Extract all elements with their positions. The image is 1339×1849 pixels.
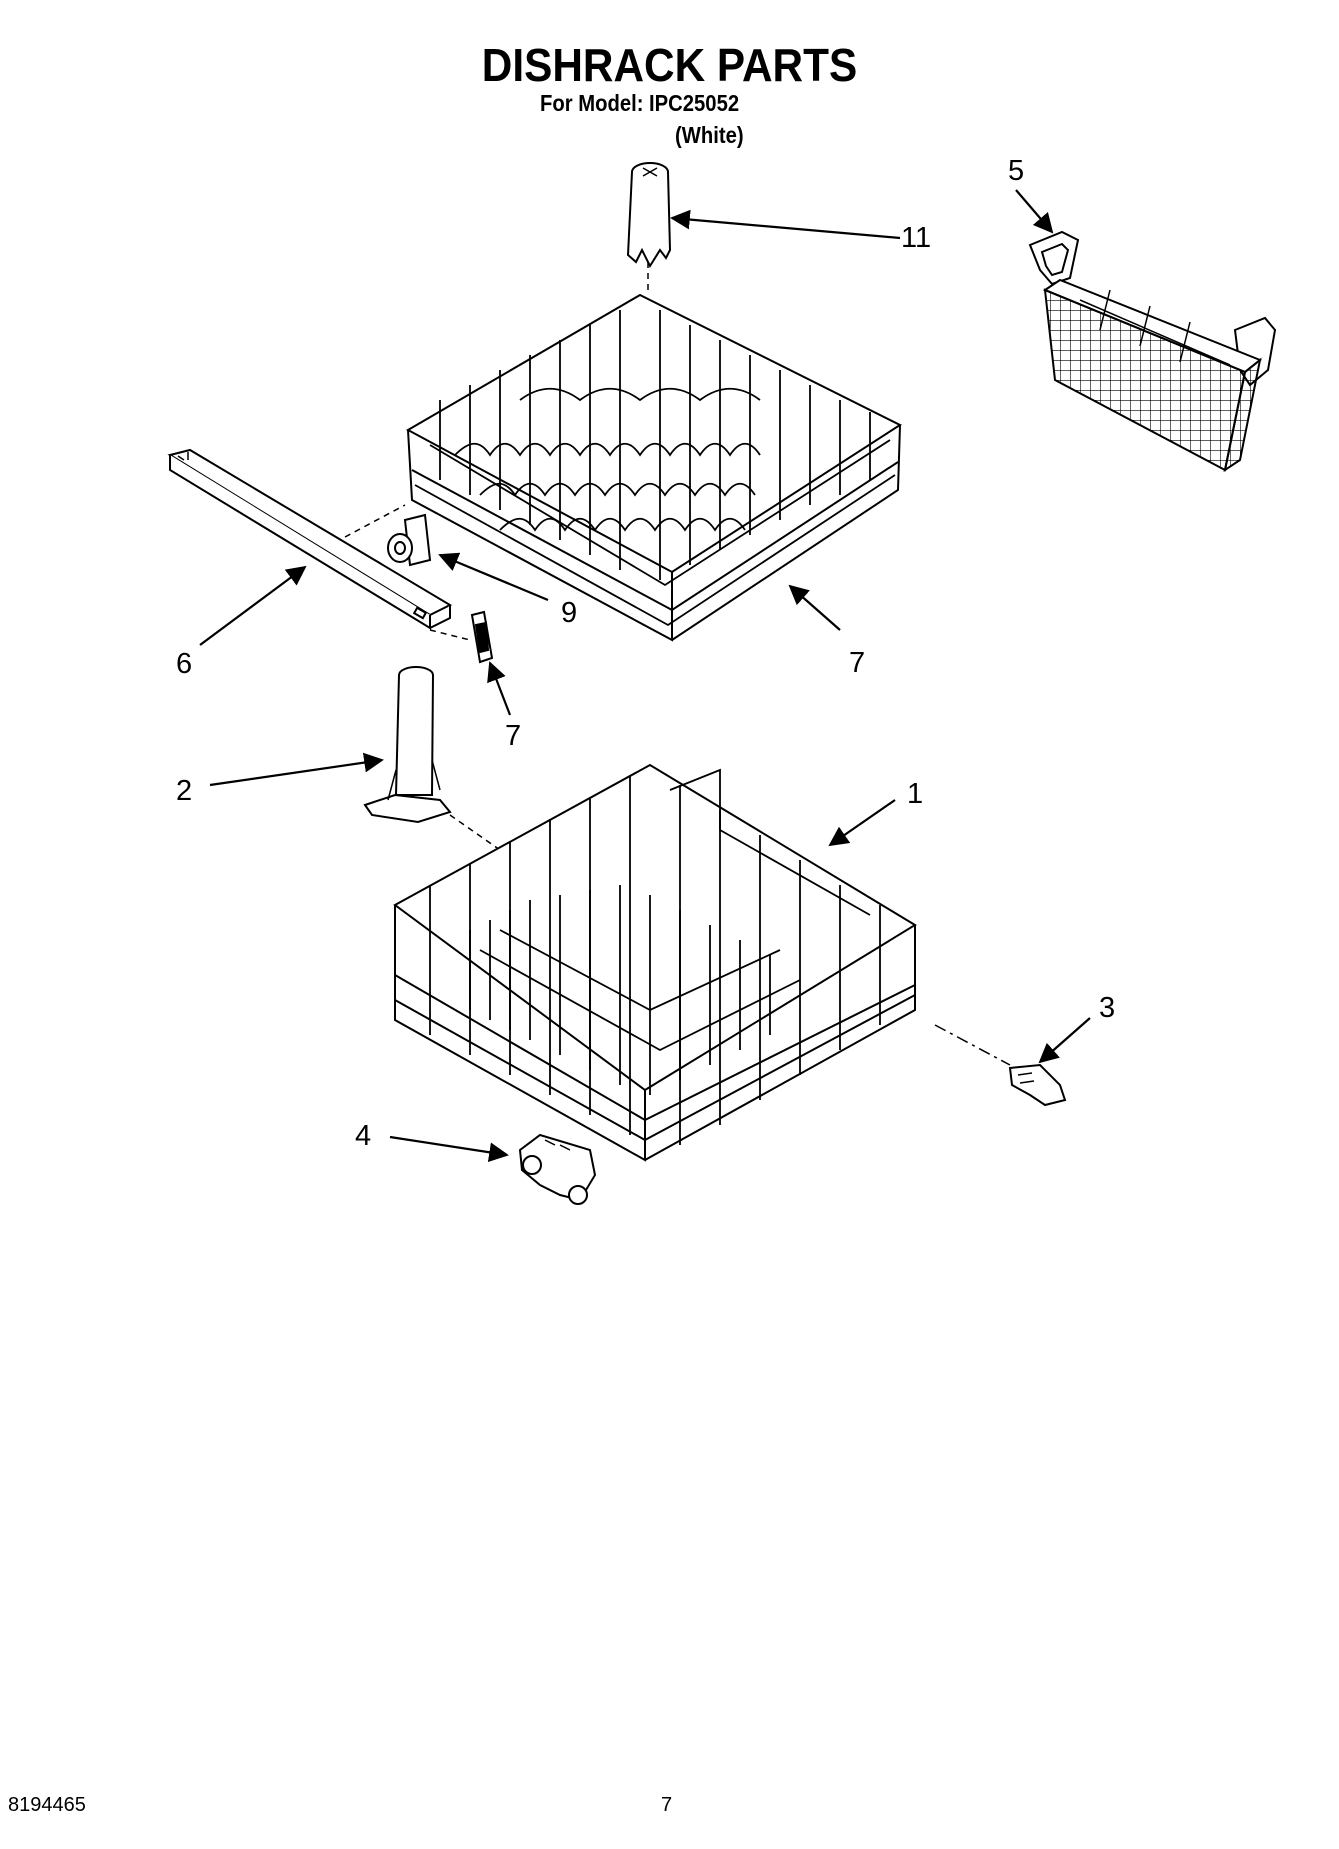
- callout-7: 7: [505, 720, 522, 752]
- model-line: For Model: IPC25052: [540, 90, 740, 116]
- leader-lines: [199, 189, 1091, 1163]
- color-line: (White): [675, 122, 744, 148]
- callout-3: 3: [1099, 992, 1116, 1024]
- part-2-tube: [363, 666, 501, 851]
- callout-1: 1: [907, 778, 924, 810]
- leader-4: [389, 1135, 509, 1163]
- leader-7: [487, 661, 512, 716]
- leader-2: [209, 752, 384, 787]
- callout-2: 2: [176, 775, 193, 807]
- leader-8: [788, 584, 841, 631]
- leader-9: [438, 552, 549, 602]
- part-4-wheel-carrier: [518, 1133, 597, 1205]
- leader-1: [828, 799, 896, 847]
- callout-6: 6: [176, 648, 193, 680]
- part-11-tube: [626, 162, 672, 292]
- page-number: 7: [661, 1794, 673, 1816]
- leader-6: [199, 565, 307, 646]
- callout-9: 9: [561, 597, 578, 629]
- part-5-silverware-basket: [1028, 230, 1277, 473]
- page-title: DISHRACK PARTS: [481, 39, 858, 91]
- callout-5: 5: [1008, 155, 1025, 187]
- leader-3: [1038, 1017, 1091, 1064]
- callout-4: 4: [355, 1120, 372, 1152]
- part-6-rail: [167, 448, 453, 630]
- leader-11: [670, 209, 901, 240]
- document-number: 8194465: [8, 1794, 86, 1816]
- callout-8: 7: [849, 647, 866, 679]
- part-8-upper-rack: [405, 293, 903, 642]
- part-3-clip: [1008, 1063, 1067, 1107]
- callout-11: 11: [901, 222, 932, 254]
- part-9-roller: [387, 513, 432, 567]
- part-1-lower-rack: [393, 763, 1011, 1162]
- leader-5: [1015, 189, 1054, 234]
- part-7-stop-clip: [470, 610, 494, 664]
